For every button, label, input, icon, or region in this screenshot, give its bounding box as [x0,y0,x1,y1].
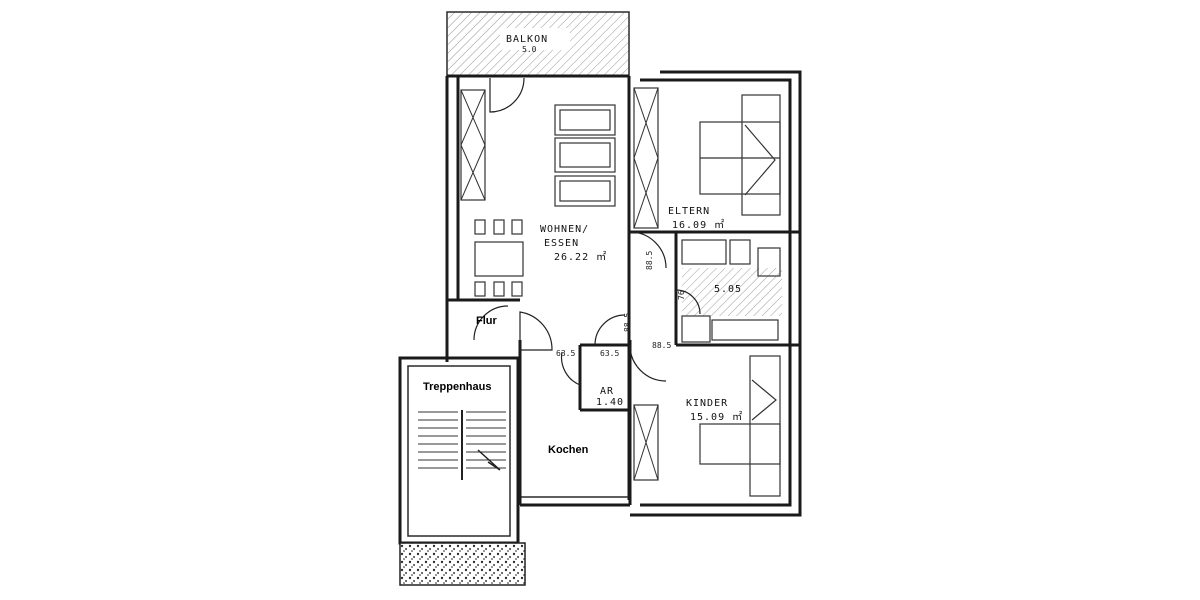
dim-6: 88.5 [652,341,671,350]
dining-table [474,219,524,297]
outer-walls [398,70,802,586]
sofa-group [554,104,616,207]
balcony [446,11,630,78]
doors [473,77,701,386]
dim-5: 63.5 [600,349,619,358]
dim-3: 88.5 [623,313,632,332]
window-lower [633,404,659,481]
label-ar: AR [600,386,614,397]
bathroom [681,239,782,343]
label-bad-area: 5.05 [714,284,742,295]
label-flur: Flur [476,315,497,327]
bed-eltern [699,94,781,216]
label-kinder: KINDER [686,398,728,409]
dim-1: 88.5 [645,251,654,270]
stairs [418,410,506,480]
dim-4: 63.5 [556,349,575,358]
bed-kinder [699,355,781,497]
label-treppenhaus: Treppenhaus [423,381,491,393]
label-wohnen: WOHNEN/ [540,224,589,235]
label-eltern: ELTERN [668,206,710,217]
label-essen: ESSEN [544,238,579,249]
label-kinder-area: 15.09 ㎡ [690,411,743,423]
label-kochen: Kochen [548,444,589,456]
window-center [633,87,659,229]
label-eltern-area: 16.09 ㎡ [672,219,725,231]
label-balkon: BALKON [506,34,548,45]
dim-2: 76 [677,290,686,300]
label-wohnen-area: 26.22 ㎡ [554,251,607,263]
label-ar-area: 1.40 [596,397,624,408]
window-left [460,89,486,201]
stair-arrow-icon [477,449,501,471]
label-balkon-area: 5.0 [522,45,537,54]
